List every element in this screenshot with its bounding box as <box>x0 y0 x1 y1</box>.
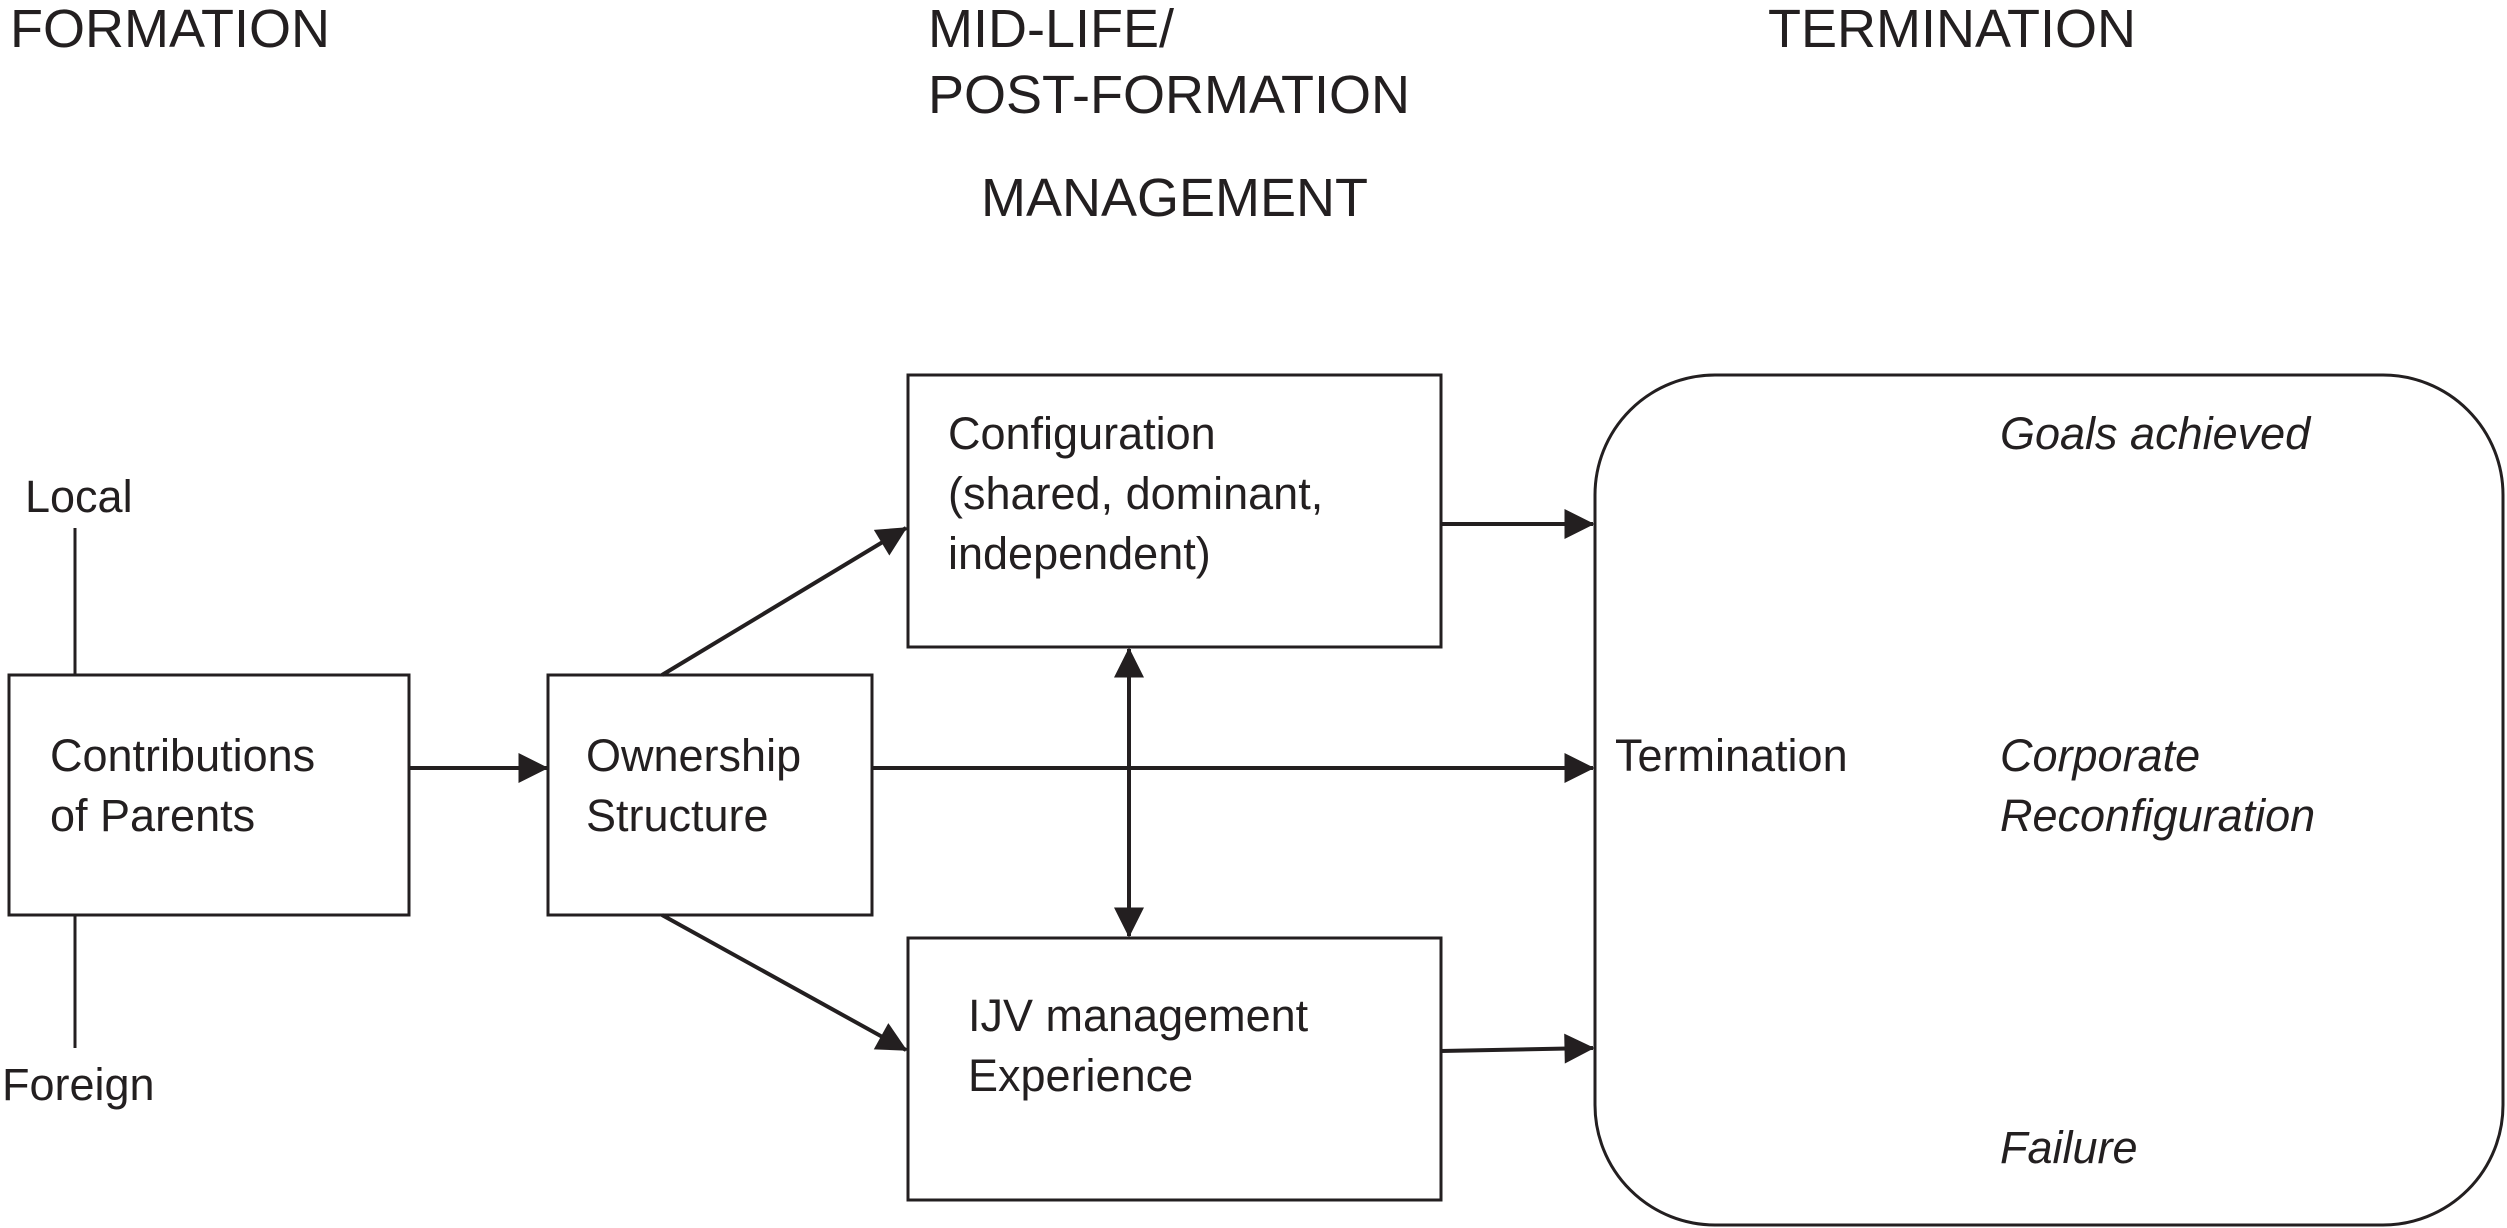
contributions-label: Contributions of Parents <box>50 726 315 846</box>
ijv-management-label-line1: IJV management <box>968 990 1309 1041</box>
termination-heading: TERMINATION <box>1768 0 2136 59</box>
ownership-to-ijv-arrow <box>661 913 908 1052</box>
configuration-label-line2: (shared, dominant, <box>948 468 1324 519</box>
ownership-to-configuration-arrow <box>660 526 908 677</box>
ijv-management-box <box>906 936 1443 1202</box>
management-heading: MANAGEMENT <box>981 168 1369 228</box>
midlife-heading-line1: MID-LIFE/ <box>928 0 1175 59</box>
ownership-label: Ownership Structure <box>586 726 801 846</box>
configuration-label: Configuration (shared, dominant, indepen… <box>948 404 1323 584</box>
ijv-to-termination-arrow <box>1440 1033 1595 1064</box>
midlife-heading: MID-LIFE/ POST-FORMATION <box>928 0 1410 128</box>
configuration-label-line1: Configuration <box>948 408 1216 459</box>
configuration-box <box>906 373 1443 649</box>
termination-box <box>1593 373 2505 1227</box>
contributions-label-line2: of Parents <box>50 790 256 841</box>
contributions-label-line1: Contributions <box>50 730 316 781</box>
failure-outcome: Failure <box>2000 1122 2138 1173</box>
ownership-label-line2: Structure <box>586 790 769 841</box>
ijv-management-label-line2: Experience <box>968 1050 1194 1101</box>
ijv-management-label: IJV management Experience <box>968 986 1308 1106</box>
contributions-box <box>7 673 411 917</box>
formation-heading: FORMATION <box>10 0 330 59</box>
corporate-outcome-line1: Corporate <box>2000 730 2201 781</box>
goals-achieved-outcome: Goals achieved <box>2000 408 2311 459</box>
foreign-parent-label: Foreign <box>2 1059 155 1110</box>
ownership-label-line1: Ownership <box>586 730 802 781</box>
termination-node-label: Termination <box>1615 730 1848 781</box>
configuration-label-line3: independent) <box>948 528 1211 579</box>
corporate-outcome-line2: Reconfiguration <box>2000 790 2316 841</box>
local-parent-label: Local <box>25 471 133 522</box>
midlife-heading-line2: POST-FORMATION <box>928 65 1410 125</box>
corporate-reconfiguration-outcome: Corporate Reconfiguration <box>2000 726 2315 846</box>
ownership-box <box>546 673 874 917</box>
